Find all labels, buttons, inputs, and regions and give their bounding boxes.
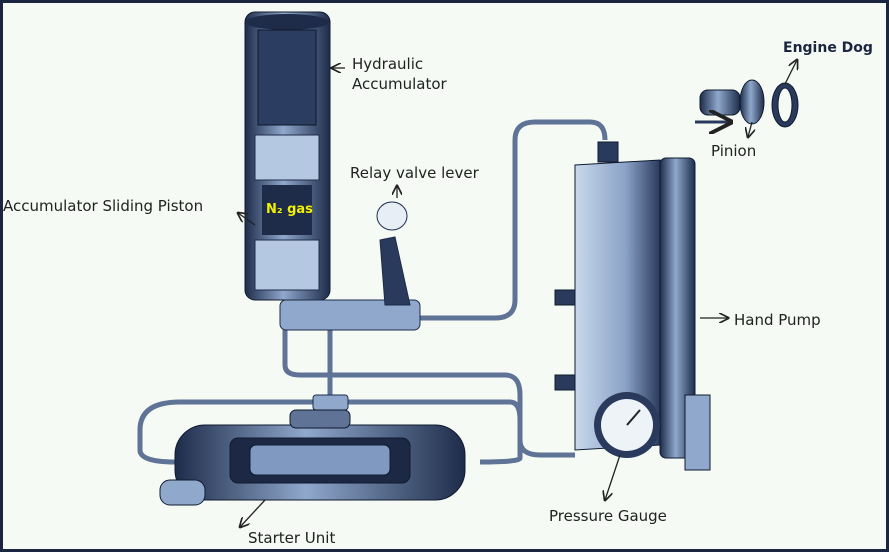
label-accumulator: Accumulator bbox=[352, 75, 447, 93]
pressure-gauge bbox=[594, 392, 660, 458]
leader-arrows bbox=[238, 60, 797, 527]
pinion-engine-dog bbox=[695, 79, 799, 127]
label-pressure-gauge: Pressure Gauge bbox=[549, 507, 667, 525]
label-hydraulic: Hydraulic bbox=[352, 55, 424, 73]
relay-valve bbox=[279, 201, 421, 411]
label-engine-dog: Engine Dog bbox=[783, 40, 873, 56]
hydraulic-accumulator bbox=[244, 11, 331, 301]
pipes bbox=[137, 119, 608, 465]
label-pinion: Pinion bbox=[711, 142, 757, 160]
label-n2-gas: N₂ gas bbox=[266, 202, 313, 217]
label-sliding-piston: Accumulator Sliding Piston bbox=[3, 197, 204, 215]
hydraulic-starter-diagram bbox=[137, 11, 799, 549]
label-relay-valve-lever: Relay valve lever bbox=[350, 164, 479, 182]
starter-unit bbox=[159, 409, 466, 506]
hand-pump bbox=[554, 141, 711, 471]
label-hand-pump: Hand Pump bbox=[734, 311, 821, 329]
label-starter-unit: Starter Unit bbox=[248, 529, 336, 547]
